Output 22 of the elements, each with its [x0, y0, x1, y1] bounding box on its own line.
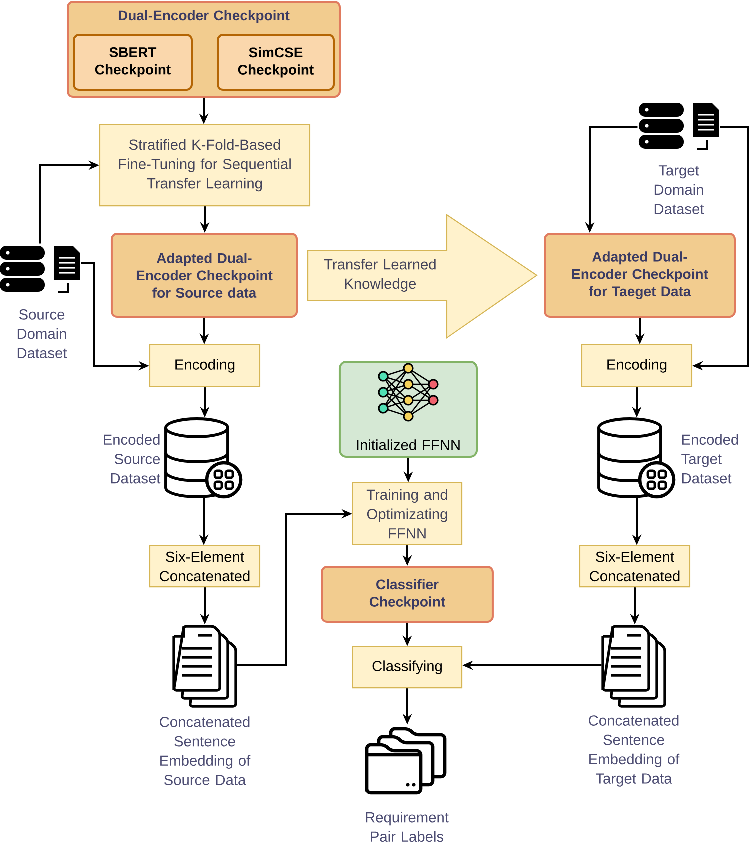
checkpoint-box: Adapted Dual-Encoder Checkpoint for Taeget Data: [544, 233, 736, 318]
process-box: Training and Optimizating FFNN: [352, 482, 463, 546]
process-box: Encoding: [149, 344, 261, 388]
process-box: Six-Element Concatenated: [579, 545, 691, 588]
block-arrow: [308, 214, 538, 340]
dataset-label: Source Domain Dataset: [18, 310, 68, 359]
dataset-label: Encoded Target Dataset: [682, 434, 738, 484]
process-box: Six-Element Concatenated: [149, 545, 261, 588]
process-box: Stratified K-Fold-Based Fine-Tuning for Sequential Transfer Learning: [99, 124, 311, 207]
edge-label: Transfer Learned Knowledge: [324, 259, 436, 292]
checkpoint-box: Adapted Dual-Encoder Checkpoint for Source data: [110, 233, 298, 318]
process-box: Encoding: [581, 344, 693, 388]
dataset-label: Encoded Source Dataset: [104, 434, 161, 484]
process-box: Classifying: [352, 646, 463, 689]
model-box: Initialized FFNN: [338, 361, 478, 458]
dataset-label: Requirement Pair Labels: [366, 812, 449, 842]
dataset-label: Concatenated Sentence Embedding of Source Data: [160, 716, 251, 786]
checkpoint-box: Classifier Checkpoint: [321, 566, 494, 623]
dataset-label: Target Domain Dataset: [654, 166, 704, 214]
checkpoint-box: SimCSE Checkpoint: [217, 34, 335, 91]
dataset-label: Concatenated Sentence Embedding of Target Data: [589, 715, 680, 787]
checkpoint-box: SBERT Checkpoint: [73, 34, 193, 91]
